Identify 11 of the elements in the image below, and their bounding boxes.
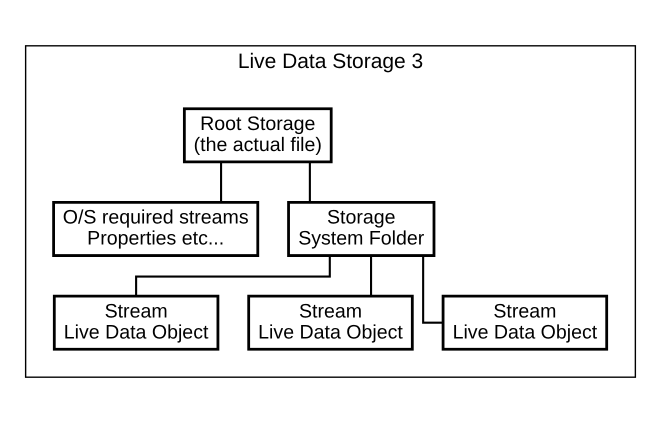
connector: [422, 256, 443, 324]
node-box: Root Storage (the actual file): [182, 107, 333, 164]
connector: [135, 256, 331, 296]
connector: [308, 162, 311, 202]
connector: [220, 162, 222, 202]
node-box: Stream Live Data Object: [442, 294, 608, 351]
node-box: Stream Live Data Object: [52, 294, 220, 351]
node-box: Storage System Folder: [287, 201, 436, 257]
node-box: Stream Live Data Object: [247, 294, 414, 351]
node-box: O/S required streams Properties etc...: [52, 201, 260, 257]
connector: [370, 256, 372, 296]
